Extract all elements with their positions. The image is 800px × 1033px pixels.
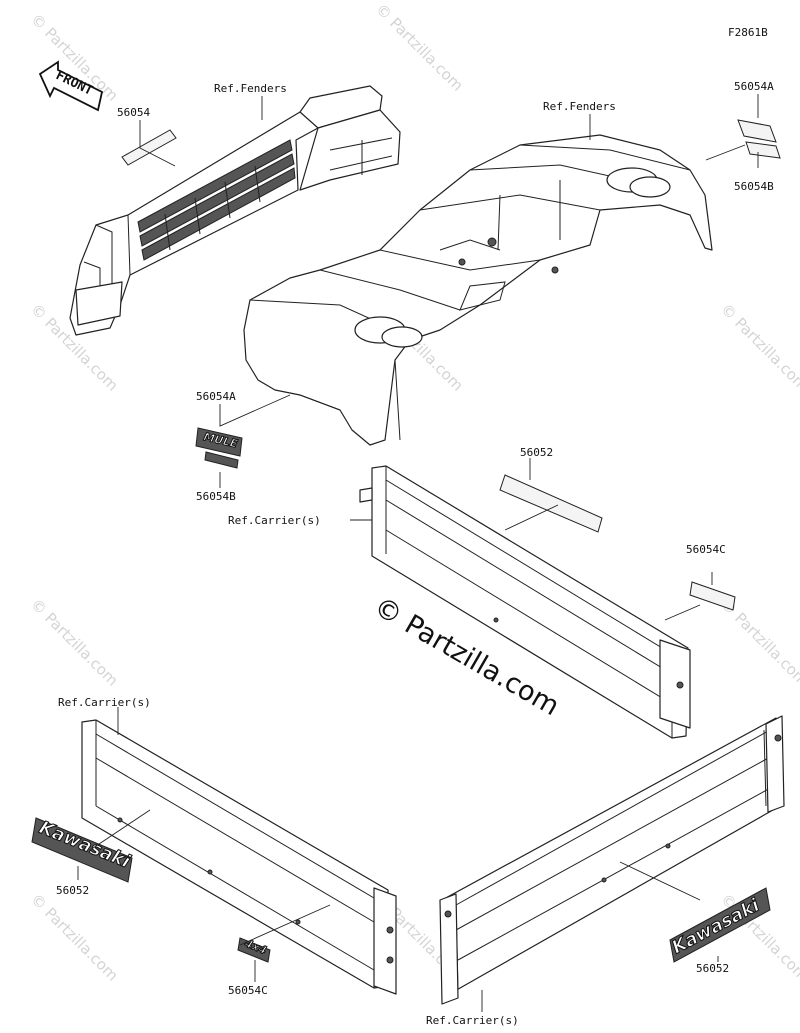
callout-ref-carrier-bottom: Ref.Carrier(s)	[426, 1014, 519, 1027]
callout-56052-left: 56052	[56, 884, 89, 897]
callout-56054b-mid: 56054B	[196, 490, 236, 503]
front-grille-panel	[69, 85, 401, 336]
callout-56052-right: 56052	[696, 962, 729, 975]
decal-56054	[121, 129, 177, 166]
middle-carrier-gate	[359, 465, 691, 739]
rear-fender-body	[243, 134, 713, 446]
leader-lines	[77, 94, 759, 1012]
watermark-tile: © Partzilla.com	[27, 890, 122, 985]
callout-ref-fenders-right: Ref.Fenders	[543, 100, 616, 113]
callout-56054c-right: 56054C	[686, 543, 726, 556]
callout-56054c-bottom: 56054C	[228, 984, 268, 997]
decal-56054c-right	[689, 581, 736, 611]
callout-ref-fenders-left: Ref.Fenders	[214, 82, 287, 95]
left-carrier-gate	[81, 719, 397, 995]
callout-ref-carrier-mid: Ref.Carrier(s)	[228, 514, 321, 527]
watermark-tile: © Partzilla.com	[372, 0, 467, 95]
decal-56054a-56054b-top	[737, 119, 781, 159]
callout-56054a-top: 56054A	[734, 80, 774, 93]
callout-56054a-mid: 56054A	[196, 390, 236, 403]
callout-labels: Ref.Fenders 56054 Ref.Fenders 56054A 560…	[56, 80, 774, 1027]
right-carrier-gate	[439, 715, 785, 1005]
grille-slots	[137, 139, 296, 261]
callout-56054b-top: 56054B	[734, 180, 774, 193]
figure-code: F2861B	[728, 26, 768, 39]
watermark-tile: © Partzilla.com	[717, 300, 800, 395]
decal-56052-mid	[499, 474, 603, 533]
callout-56054: 56054	[117, 106, 150, 119]
four-by-four-emblem: 4x4	[237, 936, 271, 963]
callout-56052-mid: 56052	[520, 446, 553, 459]
callout-ref-carrier-left: Ref.Carrier(s)	[58, 696, 151, 709]
watermark-tile: © Partzilla.com	[27, 595, 122, 690]
mule-emblem: MULE	[195, 427, 243, 469]
